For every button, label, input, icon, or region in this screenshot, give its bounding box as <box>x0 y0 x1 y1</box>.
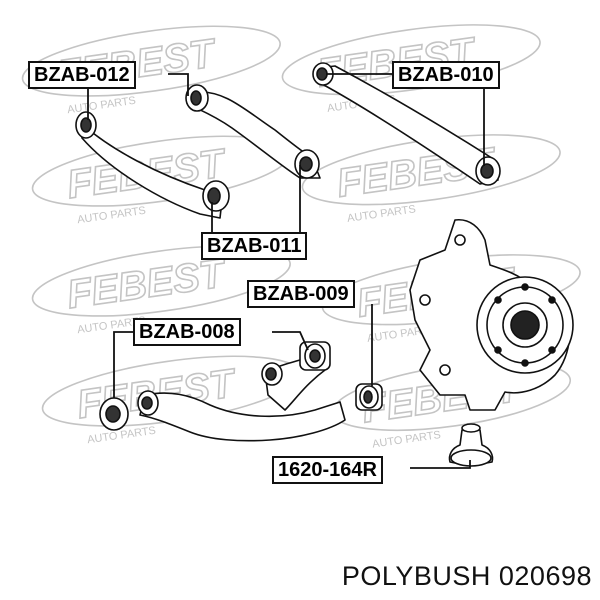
steering-knuckle <box>409 218 574 411</box>
leader-lines <box>87 73 485 469</box>
part-label-bzab-012: BZAB-012 <box>28 61 136 89</box>
brand-caption: POLYBUSH 020698 <box>342 561 592 592</box>
leader-008-b <box>272 331 309 351</box>
leader-012-b <box>168 73 189 96</box>
watermark-subtext: AUTO PARTS <box>371 429 441 450</box>
part-label-bzab-009: BZAB-009 <box>247 280 355 308</box>
curved-arm <box>185 84 321 179</box>
lateral-arm-left <box>75 111 230 219</box>
watermark-subtext: AUTO PARTS <box>346 203 416 224</box>
leader-008-a <box>113 331 136 398</box>
caption-brand: POLYBUSH <box>341 561 491 591</box>
watermark-text: FEBEST <box>64 251 230 317</box>
part-label-bzab-011: BZAB-011 <box>201 232 308 260</box>
caption-part-number: 020698 <box>498 561 592 591</box>
long-arm <box>312 62 501 186</box>
parts-layer <box>75 62 574 467</box>
part-label-1620-164r: 1620-164R <box>272 456 383 484</box>
lower-control-arm <box>99 341 346 442</box>
watermark-subtext: AUTO PARTS <box>67 95 137 116</box>
part-label-bzab-010: BZAB-010 <box>392 61 500 89</box>
leader-1620 <box>410 460 471 469</box>
ball-joint <box>448 423 494 467</box>
watermark-subtext: AUTO PARTS <box>77 205 147 226</box>
part-label-bzab-008: BZAB-008 <box>133 318 241 346</box>
bushing-009 <box>355 383 383 411</box>
